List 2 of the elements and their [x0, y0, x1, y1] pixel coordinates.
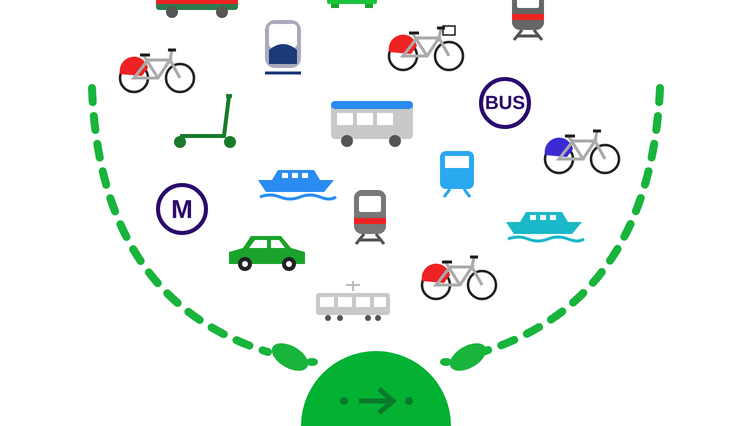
- sign-text: BUS: [484, 94, 526, 112]
- sign-text: M: [171, 196, 193, 222]
